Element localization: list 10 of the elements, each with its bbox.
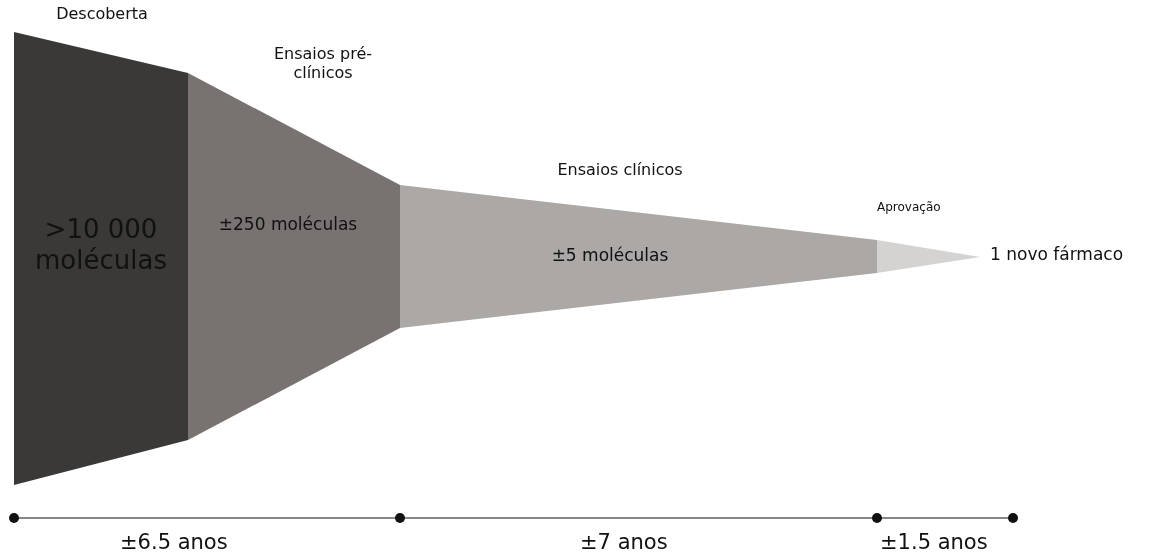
duration-label: ±7 anos: [580, 530, 668, 554]
stage-title: Descoberta: [55, 4, 149, 24]
outcome-label: 1 novo fármaco: [990, 244, 1124, 265]
duration-label: ±6.5 anos: [120, 530, 228, 554]
stage-title: Aprovação: [877, 200, 942, 215]
stage-title: Ensaios clínicos: [556, 160, 684, 180]
stage-title: Ensaios pré-clínicos: [272, 44, 373, 83]
molecule-count: ±250 moléculas: [217, 214, 359, 235]
duration-label: ±1.5 anos: [880, 530, 988, 554]
molecule-count: ±5 moléculas: [550, 245, 670, 266]
